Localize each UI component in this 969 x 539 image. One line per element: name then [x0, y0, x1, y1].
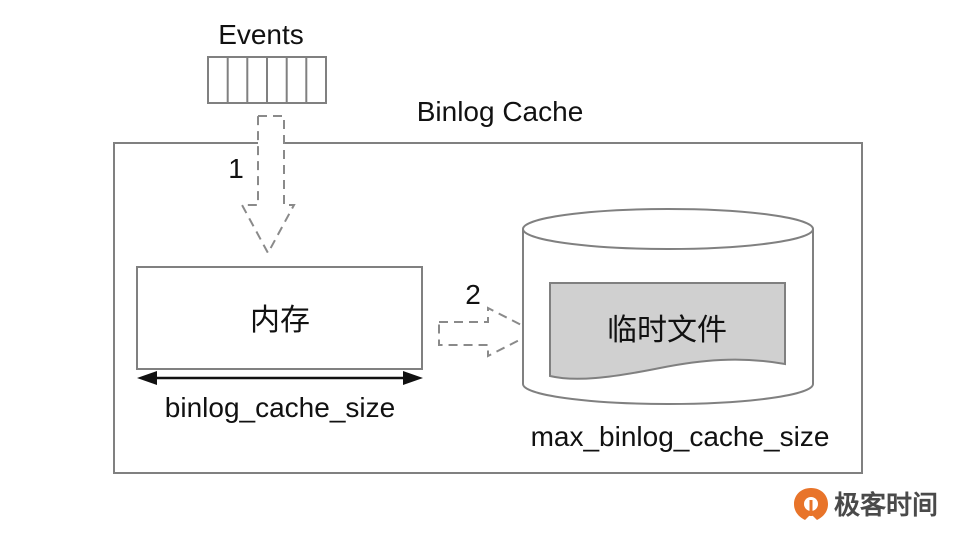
events-label: Events: [218, 19, 304, 50]
step2-arrow-icon: [438, 306, 538, 358]
events-queue: [207, 56, 327, 104]
step1-arrow-icon: [240, 115, 296, 256]
memory-size-double-arrow-icon: [137, 371, 423, 385]
geektime-logo-icon: [794, 488, 828, 520]
temp-file-label: 临时文件: [607, 313, 727, 348]
memory-size-label: binlog_cache_size: [165, 392, 395, 423]
memory-label: 内存: [250, 303, 310, 338]
disk-size-label: max_binlog_cache_size: [531, 421, 830, 452]
binlog-cache-title: Binlog Cache: [417, 96, 584, 127]
brand-name: 极客时间: [834, 490, 938, 521]
memory-box: [136, 266, 423, 370]
binlog-cache-container: [113, 142, 863, 474]
step2-label: 2: [465, 279, 481, 310]
temp-file-shape: [549, 282, 786, 380]
step1-label: 1: [228, 153, 244, 184]
